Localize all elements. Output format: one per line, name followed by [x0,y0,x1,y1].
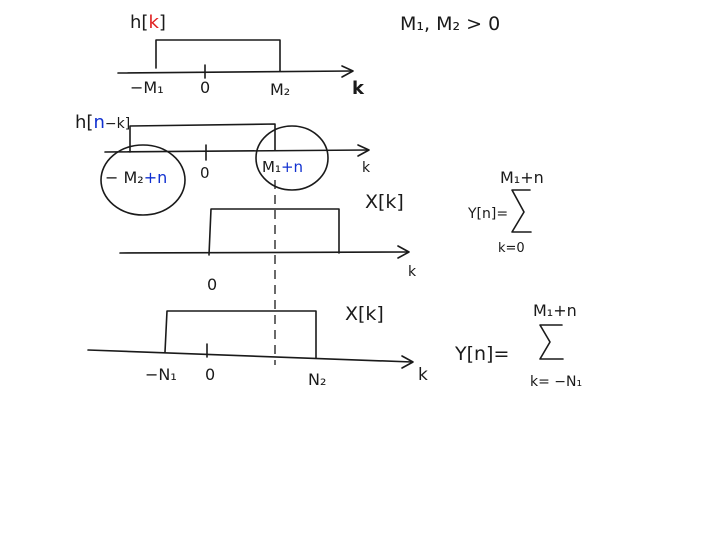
plot1-axis-line [117,70,353,74]
plot4-tick-right: N₂ [308,370,326,389]
sum2-lower-limit: k= −N₁ [530,374,582,390]
plot2-left-circle [100,144,186,216]
plot3-rect-pulse [208,208,340,256]
plot2-tick-zero: 0 [200,164,210,182]
plot1-func-label: h[k] [130,12,166,33]
plot1-tick-zero: 0 [200,78,210,97]
plot3-func-label: X[k] [365,191,404,213]
plot4-func-label: X[k] [345,303,384,325]
sum-expression-2: M₁+n Y[n]= k= −N₁ [454,301,582,390]
plot4-tick-left: −N₁ [145,365,177,384]
plot2-right-label: M₁+n [262,158,303,176]
plot-x-k-lower: X[k] −N₁ 0 N₂ k [87,303,428,389]
sum1-upper-limit: M₁+n [500,168,544,187]
plot2-func-label: h[n−k] [75,112,130,133]
plot4-axis-label: k [418,365,428,385]
plot4-rect-pulse [164,310,317,359]
plot3-tick-zero: 0 [207,275,217,294]
plot4-axis-arrow [401,355,414,369]
condition-text: M₁, M₂ > 0 [400,13,500,35]
plot3-axis-arrow [397,245,410,259]
plot1-tick-right: M₂ [270,80,290,99]
sum-expression-1: M₁+n Y[n]= k=0 [467,168,544,256]
plot3-axis-line [119,251,409,254]
sum1-sigma [511,189,532,233]
plot2-axis-line [104,149,369,153]
plot4-axis-line [87,349,413,363]
plot1-rect-pulse [155,39,281,72]
plot2-axis-label: k [362,160,371,176]
plot2-rect-pulse [129,123,276,153]
plot1-tick-left: −M₁ [130,78,164,97]
plot-h-k: h[k] −M₁ 0 M₂ k [117,12,365,99]
plot4-tick-zero: 0 [205,365,215,384]
plot-x-k-upper: X[k] 0 k [119,191,417,294]
plot2-axis-arrow [357,144,370,157]
sum2-lhs: Y[n]= [454,343,509,365]
sum1-lhs: Y[n]= [467,206,508,222]
sum2-upper-limit: M₁+n [533,301,577,320]
plot2-left-label: − M₂+n [105,168,167,187]
plot-h-n-minus-k: h[n−k] − M₂+n 0 M₁+n k [75,112,371,216]
plot1-axis-arrow [341,65,354,78]
sum1-lower-limit: k=0 [498,241,525,256]
plot1-axis-label: k [352,78,365,99]
plot2-right-circle [255,125,329,191]
sum2-sigma [539,324,564,360]
plot3-axis-label: k [408,264,417,280]
